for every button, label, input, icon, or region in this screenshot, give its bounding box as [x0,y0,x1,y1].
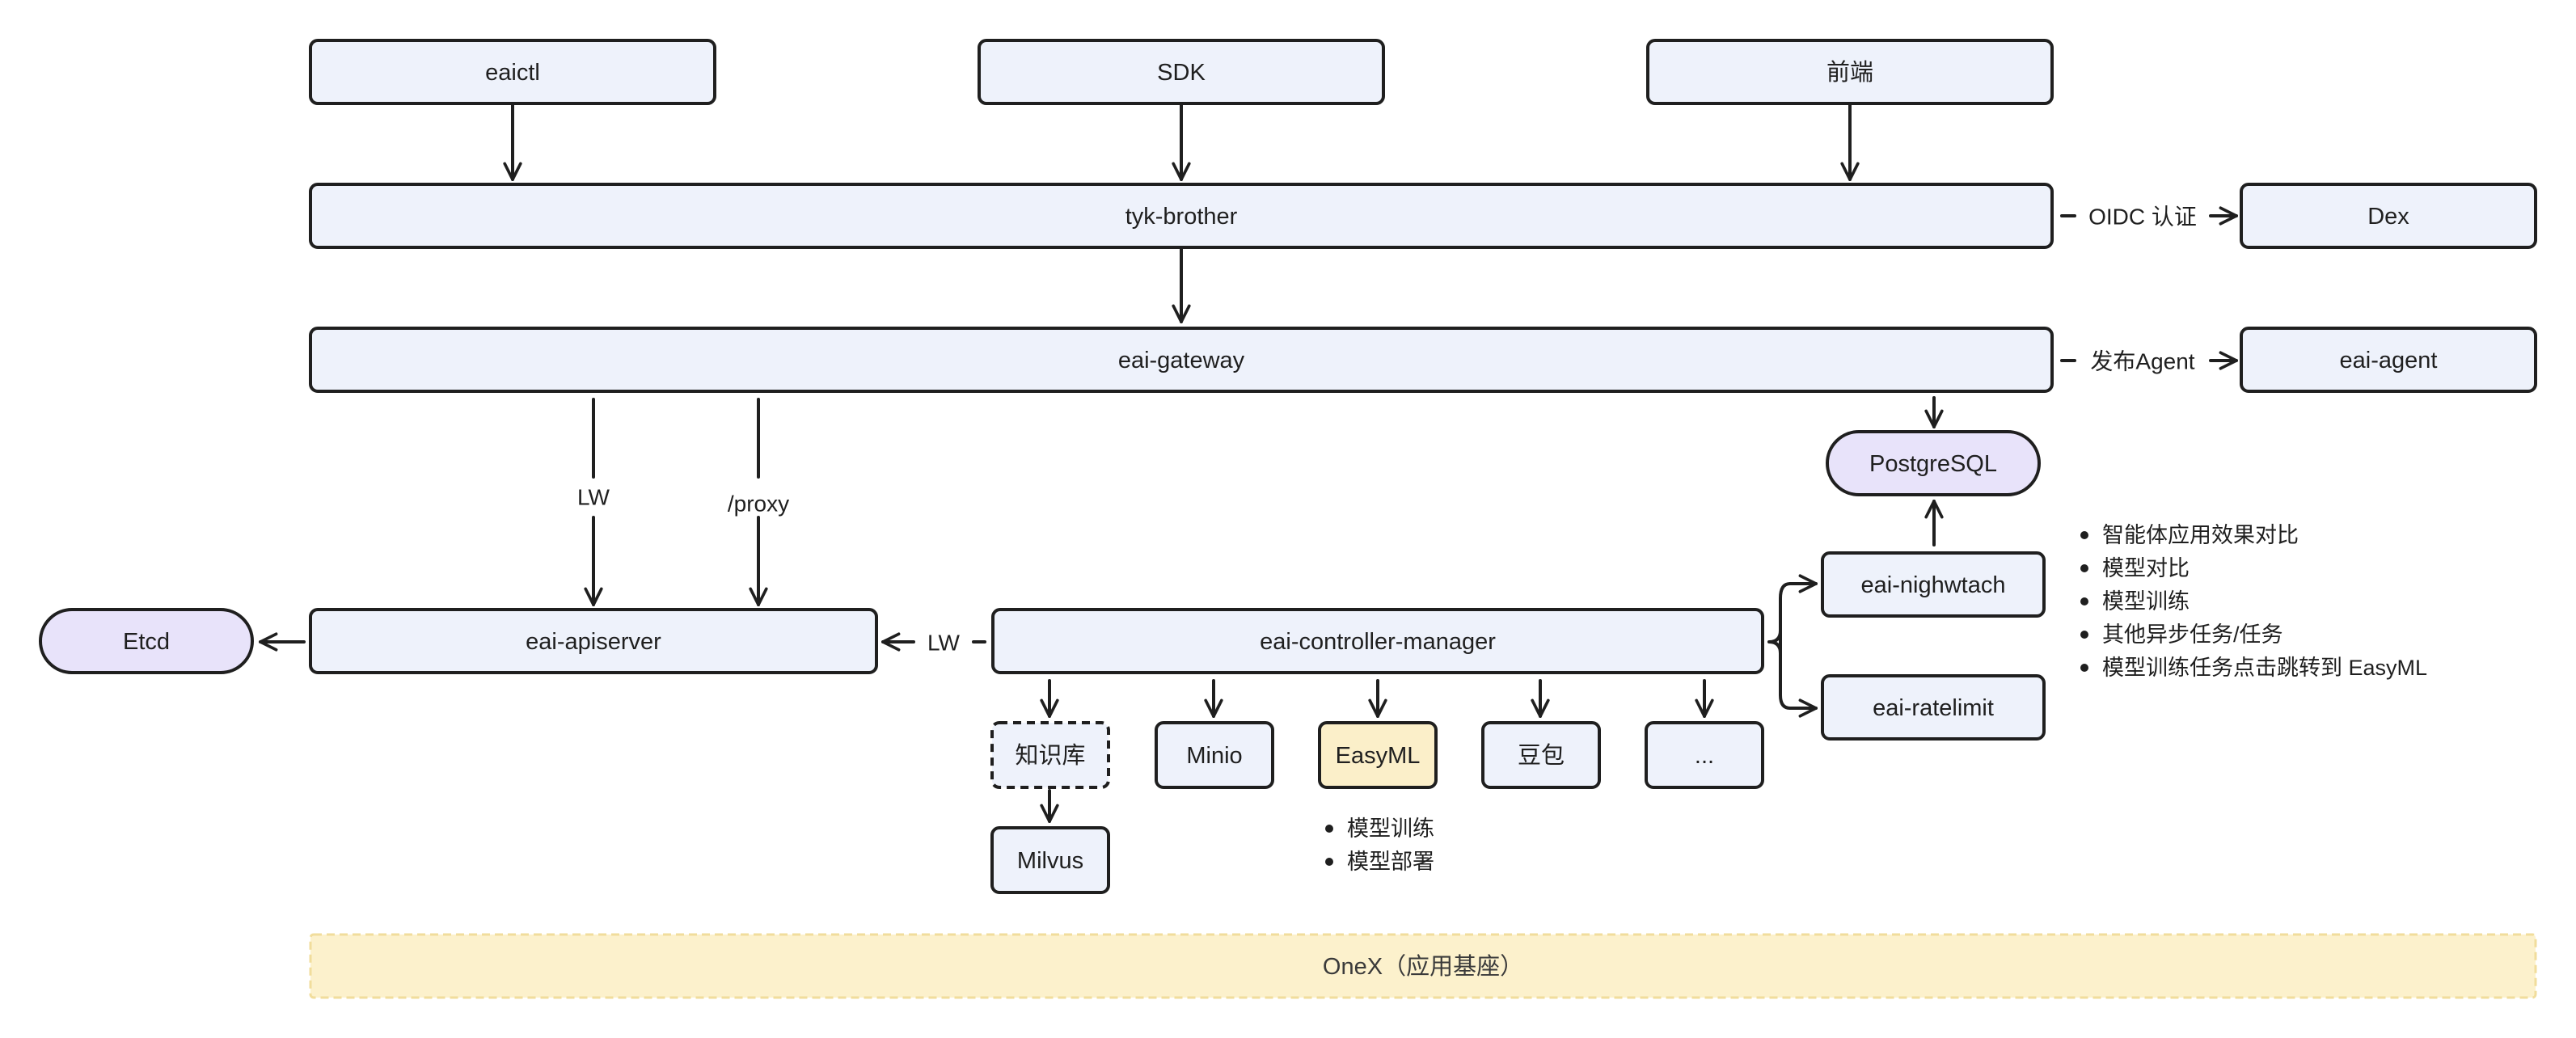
nighwatch-task-notes: 智能体应用效果对比 模型对比 模型训练 其他异步任务/任务 模型训练任务点击跳转… [2080,523,2427,680]
node-eai-controller-manager: eai-controller-manager [991,608,1764,674]
node-frontend-label: 前端 [1826,59,1873,86]
node-tyk-brother-label: tyk-brother [1125,204,1238,230]
onex-band-label: OneX（应用基座） [1323,953,1523,980]
node-eai-apiserver: eai-apiserver [309,608,878,674]
node-eai-nighwtach: eai-nighwtach [1821,551,2046,618]
node-doubao: 豆包 [1481,721,1601,789]
note-item: 模型对比 [2102,556,2190,580]
node-eaictl: eaictl [309,39,716,105]
bullet-icon [2080,664,2088,672]
note-item: 模型部署 [1347,850,1434,874]
node-eai-ratelimit: eai-ratelimit [1821,674,2046,741]
node-eaictl-box [309,39,716,105]
node-etcd-label: Etcd [123,629,170,655]
node-doubao-label: 豆包 [1518,742,1565,769]
node-eai-apiserver-label: eai-apiserver [526,629,661,655]
node-eai-controller-manager-box [991,608,1764,674]
node-frontend-box [1646,39,2054,105]
node-minio-box [1155,721,1274,789]
node-eai-nighwtach-box [1821,551,2046,618]
node-milvus-label: Milvus [1017,848,1083,874]
node-eaictl-label: eaictl [485,60,540,86]
edge-label-lw-gateway: LW [577,485,610,510]
edge-label-oidc: OIDC 认证 [2088,205,2197,230]
node-eai-agent-label: eai-agent [2340,348,2438,373]
node-eai-agent-box [2240,327,2537,393]
node-milvus-box [990,826,1110,894]
bullet-icon [2080,597,2088,606]
node-dex-label: Dex [2367,204,2409,230]
node-minio-label: Minio [1186,743,1242,769]
node-tyk-brother-box [309,183,2054,249]
edge-controller-brace [1767,582,1792,710]
node-eai-controller-manager-label: eai-controller-manager [1260,629,1496,655]
node-knowledge-base-box [990,721,1110,789]
node-eai-gateway: eai-gateway [309,327,2054,393]
node-easyml-box [1318,721,1438,789]
node-etcd-box [39,608,254,674]
edge-label-publish-agent: 发布Agent [2090,349,2194,374]
node-tyk-brother: tyk-brother [309,183,2054,249]
node-minio: Minio [1155,721,1274,789]
node-eai-gateway-box [309,327,2054,393]
node-doubao-box [1481,721,1601,789]
node-eai-agent: eai-agent [2240,327,2537,393]
node-eai-apiserver-box [309,608,878,674]
note-item: 模型训练 [1347,816,1434,841]
node-dex-box [2240,183,2537,249]
easyml-feature-notes: 模型训练 模型部署 [1325,816,1434,874]
note-item: 模型训练任务点击跳转到 EasyML [2102,656,2427,680]
edge-label-proxy: /proxy [728,492,789,517]
node-easyml: EasyML [1318,721,1438,789]
node-more-box [1645,721,1764,789]
onex-band-box [309,933,2537,999]
connectors [259,103,2238,823]
node-etcd: Etcd [39,608,254,674]
node-milvus: Milvus [990,826,1110,894]
bullet-icon [1325,858,1333,866]
node-postgresql-box [1826,430,2041,496]
bullet-icon [2080,531,2088,539]
note-item: 其他异步任务/任务 [2102,622,2283,647]
node-eai-ratelimit-box [1821,674,2046,741]
node-sdk-box [978,39,1385,105]
edge-label-lw-controller: LW [927,631,960,656]
node-frontend: 前端 [1646,39,2054,105]
node-postgresql: PostgreSQL [1826,430,2041,496]
node-postgresql-label: PostgreSQL [1869,451,1997,477]
node-eai-ratelimit-label: eai-ratelimit [1873,695,1994,721]
node-sdk-label: SDK [1157,60,1206,86]
node-sdk: SDK [978,39,1385,105]
bullet-icon [1325,825,1333,833]
note-item: 智能体应用效果对比 [2102,523,2299,547]
node-knowledge-base: 知识库 [990,721,1110,789]
node-eai-nighwtach-label: eai-nighwtach [1861,572,2006,598]
node-knowledge-base-label: 知识库 [1015,742,1085,769]
note-item: 模型训练 [2102,589,2190,614]
bullet-icon [2080,564,2088,572]
bullet-icon [2080,631,2088,639]
node-more-label: ... [1695,743,1714,769]
node-eai-gateway-label: eai-gateway [1118,348,1245,373]
node-easyml-label: EasyML [1336,743,1421,769]
node-dex: Dex [2240,183,2537,249]
node-more: ... [1645,721,1764,789]
onex-platform-band: OneX（应用基座） [309,933,2537,999]
